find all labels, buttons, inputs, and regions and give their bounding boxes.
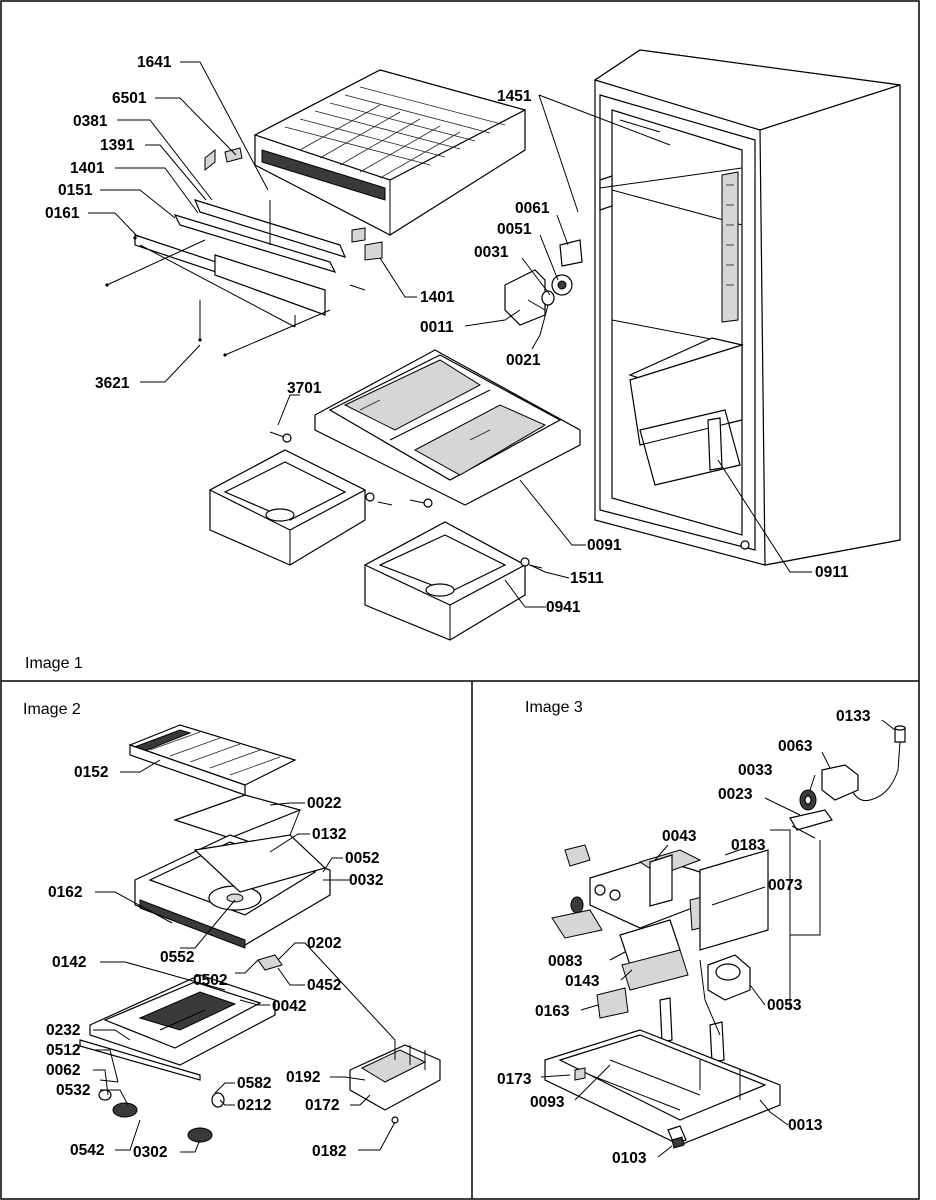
callout-6501: 6501 — [112, 90, 147, 107]
callout-0452: 0452 — [307, 977, 341, 994]
drawer-hardware — [269, 431, 543, 569]
callout-0552: 0552 — [160, 949, 194, 966]
callout-3701: 3701 — [287, 380, 322, 397]
control-housing — [504, 239, 583, 326]
callout-1641: 1641 — [137, 54, 172, 71]
callout-1451: 1451 — [497, 88, 532, 105]
crisper-drawer-left — [208, 449, 367, 566]
callout-0143: 0143 — [565, 973, 600, 990]
callout-0073: 0073 — [768, 877, 803, 894]
image1-drawing: 1641 6501 0381 1391 1401 0151 0161 3621 … — [45, 49, 901, 641]
callout-0163: 0163 — [535, 1003, 570, 1020]
callout-0062: 0062 — [46, 1062, 80, 1079]
wiring — [699, 829, 821, 1036]
insulation-panel — [173, 794, 302, 839]
image2-drawing: 0152 0022 0132 0052 0032 0162 0552 0142 … — [46, 724, 441, 1161]
base-plate — [544, 1029, 781, 1146]
callout-0172: 0172 — [305, 1097, 339, 1114]
callout-0093: 0093 — [530, 1094, 565, 1111]
callout-0031: 0031 — [474, 244, 509, 261]
callout-0051: 0051 — [497, 221, 532, 238]
crisper-drawer-right — [363, 521, 527, 641]
callout-0052: 0052 — [345, 850, 379, 867]
callouts-image3: 0133 0063 0033 0023 0043 0183 0073 0083 … — [497, 708, 871, 1167]
cabinet — [593, 49, 901, 566]
callout-0182: 0182 — [312, 1143, 346, 1160]
callout-0013: 0013 — [788, 1117, 823, 1134]
callout-0132: 0132 — [312, 826, 346, 843]
callout-0042: 0042 — [272, 998, 306, 1015]
callout-0022: 0022 — [307, 795, 341, 812]
callout-0091: 0091 — [587, 537, 622, 554]
foot-bracket — [667, 1125, 687, 1149]
callout-0043: 0043 — [662, 828, 697, 845]
control-board — [349, 1040, 441, 1124]
compressor-parts — [596, 954, 751, 1063]
leaders-image1 — [88, 61, 812, 608]
callout-0053: 0053 — [767, 997, 802, 1014]
image3-drawing: 0133 0063 0033 0023 0043 0183 0073 0083 … — [497, 708, 906, 1167]
callout-0152: 0152 — [74, 764, 108, 781]
callout-0212: 0212 — [237, 1097, 271, 1114]
callout-0161: 0161 — [45, 205, 80, 222]
callout-0911: 0911 — [815, 564, 849, 581]
callout-1401-b: 1401 — [420, 289, 455, 306]
callout-0063: 0063 — [778, 738, 813, 755]
leaders-image3 — [540, 719, 896, 1158]
callout-0011: 0011 — [420, 319, 454, 336]
callout-0032: 0032 — [349, 872, 383, 889]
callout-0142: 0142 — [52, 954, 86, 971]
callout-0192: 0192 — [286, 1069, 320, 1086]
callout-0061: 0061 — [515, 200, 550, 217]
shelf-top — [128, 724, 297, 796]
callout-0302: 0302 — [133, 1144, 167, 1161]
panel-title-image3: Image 3 — [525, 699, 583, 716]
callout-0083: 0083 — [548, 953, 583, 970]
crisper-cover — [314, 349, 581, 506]
callouts-image1: 1641 6501 0381 1391 1401 0151 0161 3621 … — [45, 54, 849, 616]
callout-0023: 0023 — [718, 786, 753, 803]
callouts-image2: 0152 0022 0132 0052 0032 0162 0552 0142 … — [46, 764, 383, 1161]
relay-bracket — [619, 919, 689, 991]
callout-0033: 0033 — [738, 762, 773, 779]
callout-0502: 0502 — [193, 972, 227, 989]
callout-0162: 0162 — [48, 884, 82, 901]
callout-0202: 0202 — [307, 935, 341, 952]
callout-0103: 0103 — [612, 1150, 647, 1167]
callout-0582: 0582 — [237, 1075, 271, 1092]
callout-0532: 0532 — [56, 1082, 90, 1099]
callout-1511: 1511 — [570, 570, 604, 587]
baffle-panel — [699, 849, 769, 951]
callout-0232: 0232 — [46, 1022, 80, 1039]
thermostat-assembly — [789, 764, 859, 839]
callout-0133: 0133 — [836, 708, 871, 725]
callout-0183: 0183 — [731, 837, 766, 854]
callout-0021: 0021 — [506, 352, 541, 369]
callout-0542: 0542 — [70, 1142, 104, 1159]
callout-0941: 0941 — [546, 599, 581, 616]
panel-title-image2: Image 2 — [23, 701, 81, 718]
trim-assembly — [105, 147, 383, 357]
callout-0151: 0151 — [58, 182, 93, 199]
callout-1401: 1401 — [70, 160, 105, 177]
evaporator-cover — [79, 974, 276, 1081]
callout-3621: 3621 — [95, 375, 130, 392]
callout-0173: 0173 — [497, 1071, 532, 1088]
callout-0512: 0512 — [46, 1042, 80, 1059]
fan-parts — [98, 954, 283, 1143]
freezer-shelf — [253, 69, 527, 236]
panel-title-image1: Image 1 — [25, 655, 83, 672]
control-box — [551, 844, 713, 939]
callout-0381: 0381 — [73, 113, 108, 130]
leaders-image2 — [93, 759, 396, 1153]
sensor-cable — [851, 725, 906, 801]
callout-1391: 1391 — [100, 137, 135, 154]
